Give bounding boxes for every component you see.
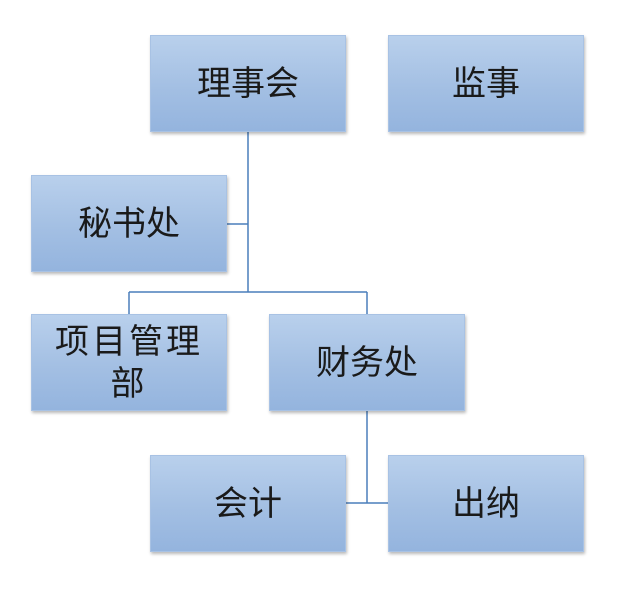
node-council-label: 理事会 bbox=[197, 63, 299, 104]
node-project-management: 项目管理部 bbox=[31, 314, 227, 411]
node-secretariat: 秘书处 bbox=[31, 175, 227, 272]
node-secretariat-label: 秘书处 bbox=[78, 203, 180, 244]
node-supervisor-label: 监事 bbox=[452, 63, 520, 104]
node-project-management-label: 项目管理部 bbox=[55, 321, 203, 404]
node-council: 理事会 bbox=[150, 35, 346, 132]
node-cashier: 出纳 bbox=[388, 455, 584, 552]
node-cashier-label: 出纳 bbox=[452, 483, 520, 524]
node-finance-label: 财务处 bbox=[316, 342, 418, 383]
node-accounting: 会计 bbox=[150, 455, 346, 552]
node-finance: 财务处 bbox=[269, 314, 465, 411]
node-supervisor: 监事 bbox=[388, 35, 584, 132]
node-accounting-label: 会计 bbox=[214, 483, 282, 524]
